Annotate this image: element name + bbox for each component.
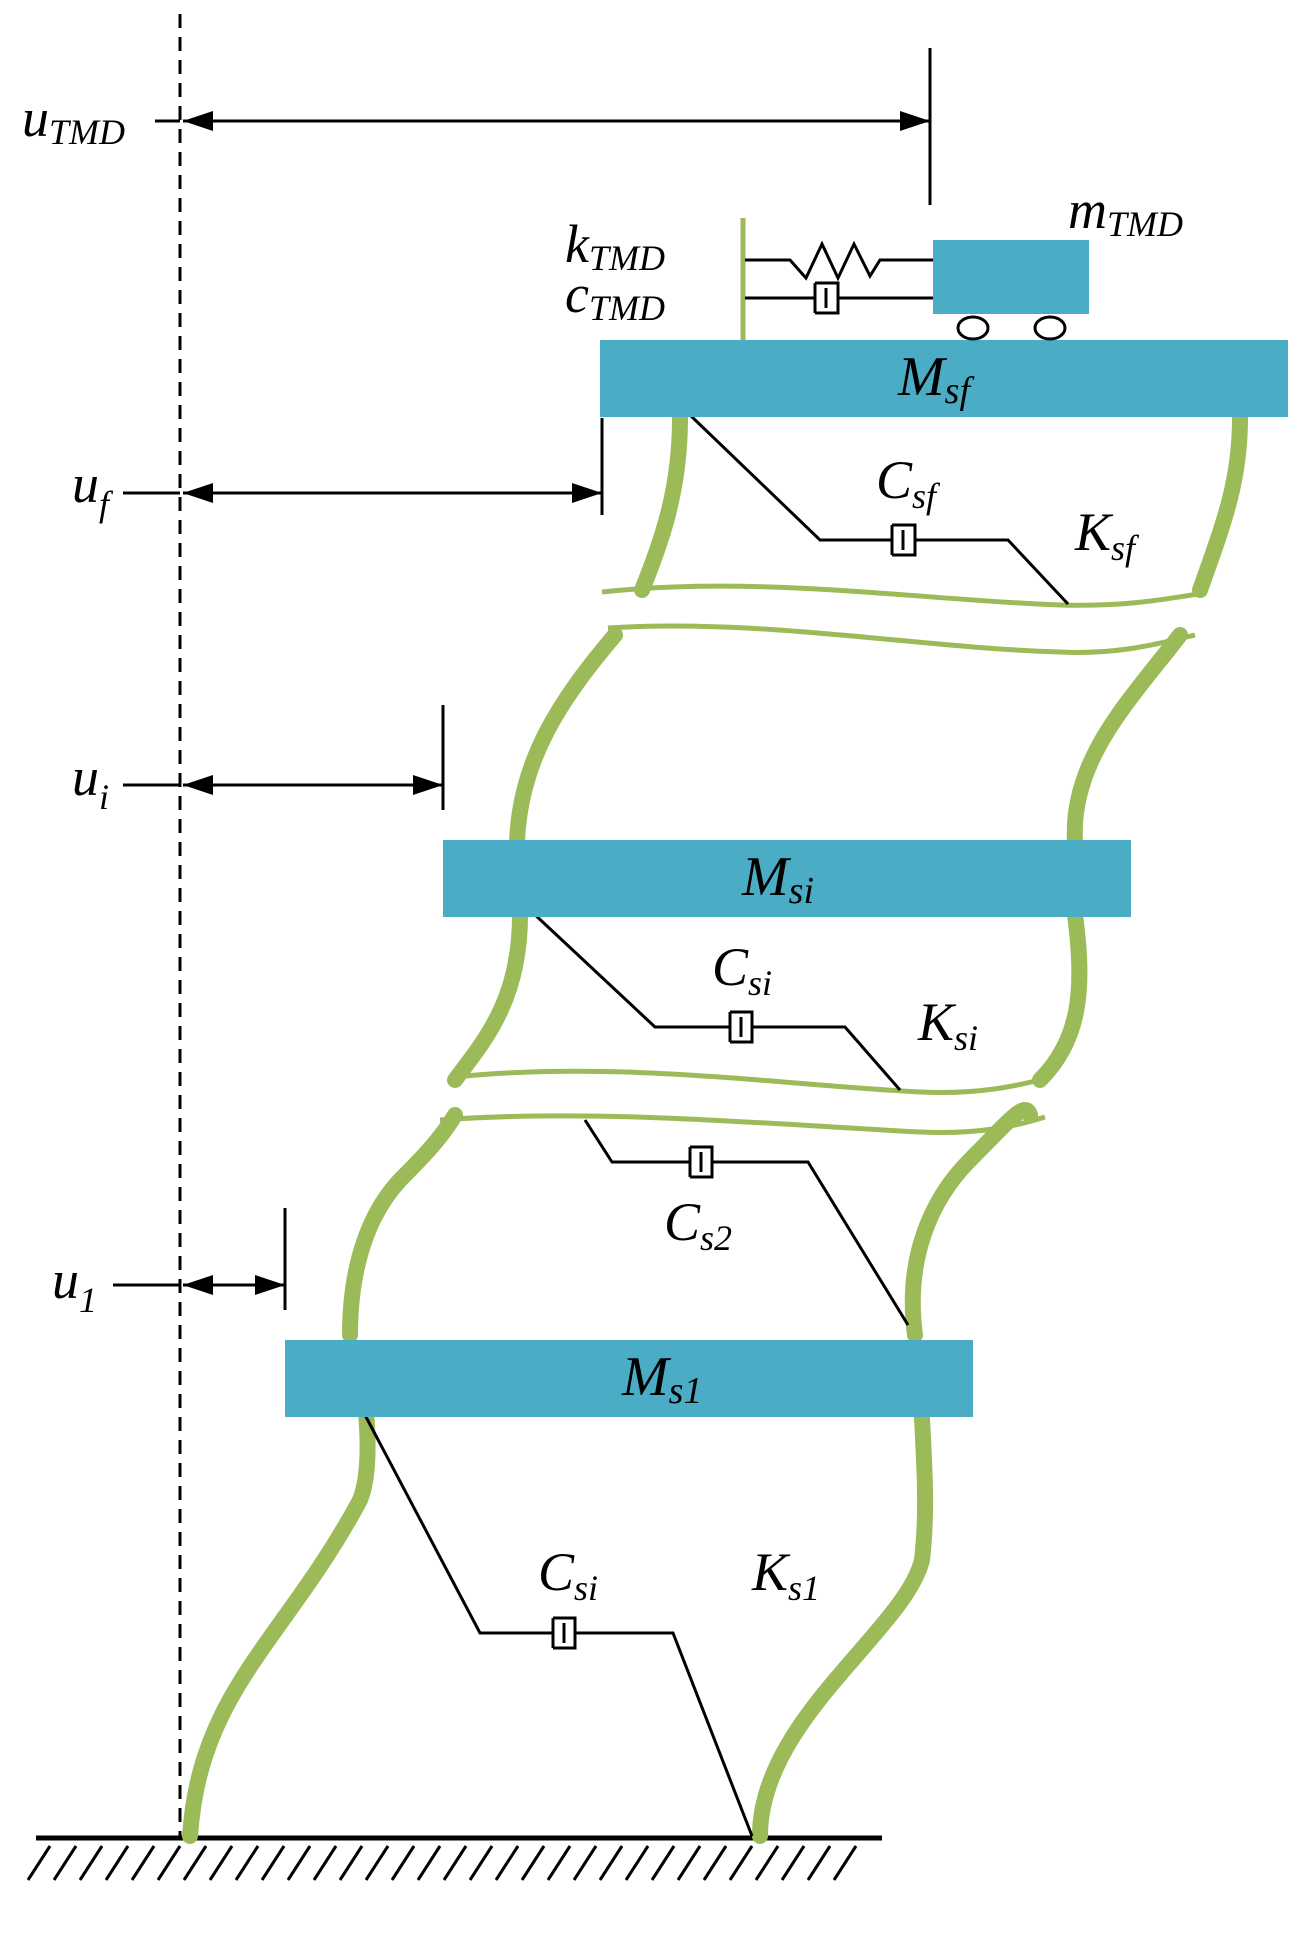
- label-u-i: ui: [72, 747, 109, 817]
- label-C-si-upper: Csi: [712, 937, 772, 1003]
- label-C-sf: Csf: [876, 450, 941, 516]
- labels: uTMD kTMD cTMD mTMD Msf Msi Ms1 uf Csf K…: [22, 88, 1183, 1608]
- column-right-3: [1032, 907, 1088, 1088]
- column-right-2: [904, 1102, 1038, 1343]
- mass-si: [443, 840, 1131, 917]
- displacement-arrows: [113, 48, 932, 1310]
- columns: [182, 410, 1248, 1844]
- label-C-s2: Cs2: [664, 1192, 732, 1258]
- column-left-3: [447, 907, 528, 1088]
- label-M-si: Msi: [741, 846, 814, 912]
- label-K-sf: Ksf: [1074, 502, 1140, 568]
- column-right-5: [1192, 410, 1248, 598]
- tmd-wheel-left: [956, 315, 990, 341]
- tmd-spring: [745, 240, 933, 282]
- label-u-tmd: uTMD: [22, 88, 125, 152]
- column-left-2: [342, 1107, 463, 1343]
- label-M-s1: Ms1: [621, 1346, 702, 1412]
- column-left-4: [509, 627, 623, 850]
- label-c-tmd: cTMD: [565, 264, 665, 328]
- column-right-1: [752, 1342, 934, 1844]
- tmd-wheel-right: [1033, 315, 1067, 341]
- label-K-s1: Ks1: [751, 1542, 820, 1608]
- label-u-1: u1: [52, 1250, 97, 1320]
- masses: [285, 340, 1288, 1417]
- tmd-mass: [933, 240, 1089, 314]
- label-u-f: uf: [72, 454, 114, 524]
- label-m-tmd: mTMD: [1068, 180, 1183, 244]
- ground: [26, 1835, 882, 1881]
- label-K-si: Ksi: [917, 992, 978, 1058]
- column-right-4: [1066, 627, 1188, 850]
- break-lines: [439, 583, 1206, 1135]
- tmd-damper: [745, 281, 933, 315]
- mass-sf: [600, 340, 1288, 417]
- mass-s1: [285, 1340, 973, 1417]
- label-M-sf: Msf: [897, 346, 974, 412]
- label-C-si-lower: Csi: [538, 1542, 598, 1608]
- tmd: [740, 218, 1089, 341]
- column-left-1: [182, 1342, 376, 1844]
- label-k-tmd: kTMD: [565, 214, 665, 278]
- damper-cups: [551, 523, 917, 1650]
- column-left-5: [634, 410, 688, 598]
- dampers: [363, 413, 1070, 1837]
